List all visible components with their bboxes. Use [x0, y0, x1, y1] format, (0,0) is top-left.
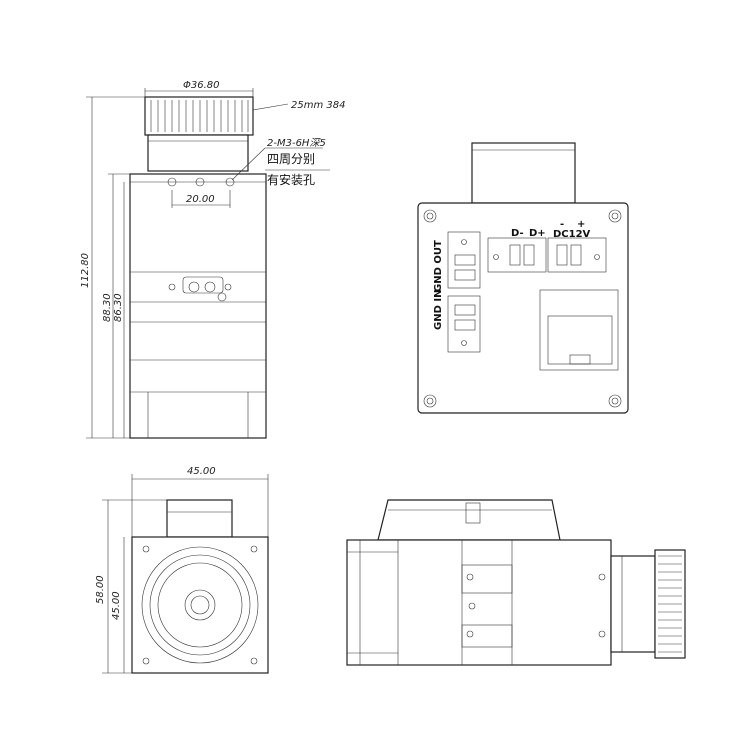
front-height-inner-label: 45.00	[111, 591, 122, 620]
io-label-out: GND OUT	[433, 240, 444, 292]
lens-note-label: 25mm 384	[291, 100, 345, 111]
front-width-label: 45.00	[187, 466, 216, 477]
top-view	[346, 499, 686, 666]
lens-diameter-label: Φ36.80	[183, 80, 220, 91]
thread-note-label: 2-M3-6H深5	[267, 137, 326, 149]
io-label-in: GND IN	[433, 290, 444, 330]
side-view	[86, 88, 330, 439]
front-height-outer-label: 58.00	[95, 575, 106, 604]
body-height-a-label: 88.30	[102, 293, 113, 322]
mount-note-line2: 有安装孔	[267, 172, 315, 187]
hole-spacing-label: 20.00	[186, 194, 215, 205]
mount-note-line1: 四周分别	[267, 152, 315, 166]
front-view	[102, 474, 269, 674]
rs485-minus-label: D-	[511, 228, 524, 239]
total-height-label: 112.80	[80, 253, 91, 288]
power-minus-label: -	[560, 219, 564, 230]
rear-view	[417, 142, 629, 414]
body-height-b-label: 86.30	[113, 293, 124, 322]
rs485-plus-label: D+	[529, 228, 546, 239]
power-voltage-label: DC12V	[553, 229, 591, 240]
power-plus-label: +	[577, 219, 585, 230]
